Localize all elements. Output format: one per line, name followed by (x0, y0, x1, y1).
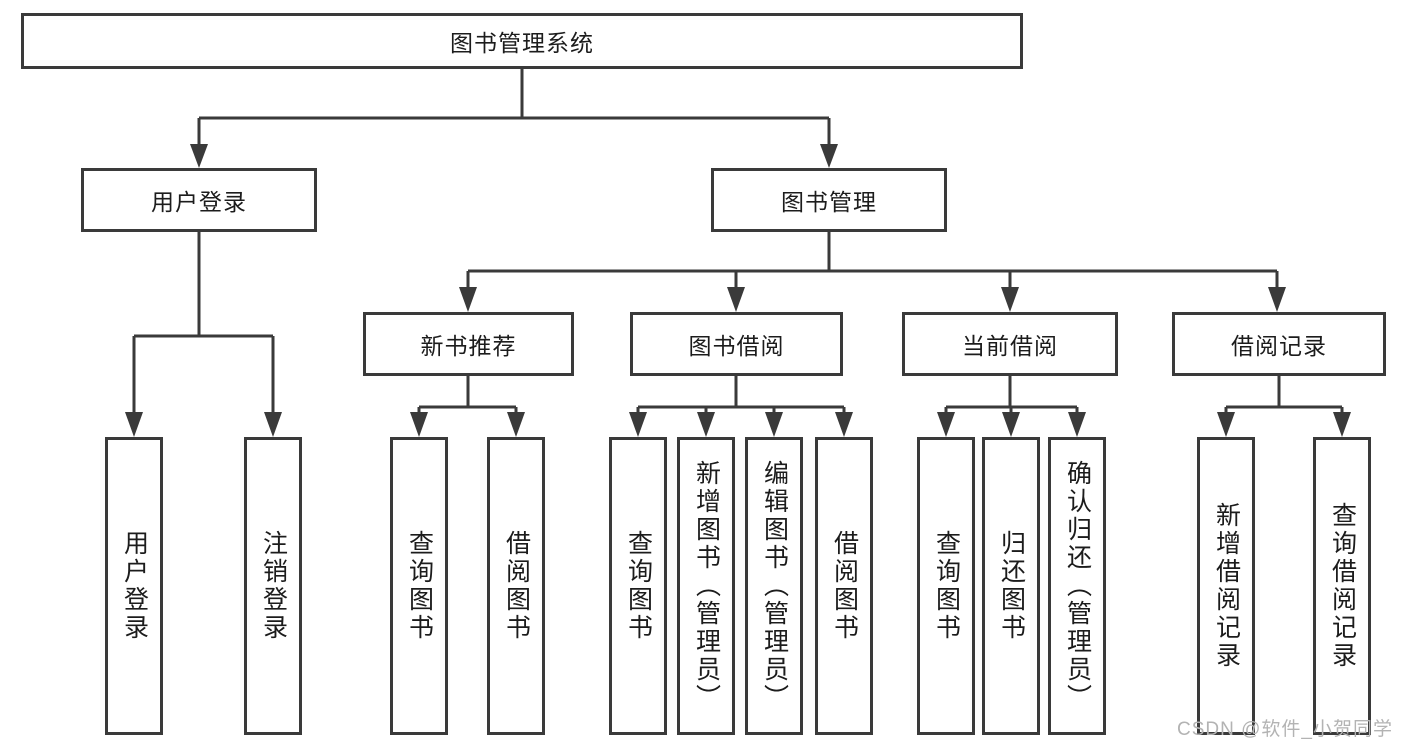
node-borrow-records-label: 借阅记录 (1231, 333, 1327, 359)
node-book-borrow-label: 图书借阅 (688, 333, 785, 359)
node-leaf-query-books-1: 查询图书 (390, 437, 448, 735)
node-root-label: 图书管理系统 (450, 30, 594, 56)
node-leaf-query-books-1-label: 查询图书 (405, 530, 434, 642)
node-book-borrow: 图书借阅 (630, 312, 843, 376)
node-current-borrow-label: 当前借阅 (962, 333, 1058, 359)
connector-new-book-rec-children (410, 376, 525, 437)
node-leaf-user-login-label: 用户登录 (120, 530, 149, 642)
node-leaf-edit-books-label: 编辑图书（管理员） (760, 460, 789, 712)
node-leaf-query-borrow-record: 查询借阅记录 (1313, 437, 1371, 735)
connector-borrow-records-children (1217, 376, 1351, 437)
node-leaf-add-borrow-record: 新增借阅记录 (1197, 437, 1255, 735)
node-leaf-borrow-books-2: 借阅图书 (815, 437, 873, 735)
node-leaf-add-books: 新增图书（管理员） (677, 437, 735, 735)
node-leaf-confirm-return: 确认归还（管理员） (1048, 437, 1106, 735)
node-new-book-rec: 新书推荐 (363, 312, 574, 376)
node-leaf-confirm-return-label: 确认归还（管理员） (1063, 460, 1092, 712)
node-user-login-label: 用户登录 (151, 189, 247, 215)
node-leaf-query-books-3-label: 查询图书 (932, 530, 961, 642)
node-leaf-query-borrow-record-label: 查询借阅记录 (1328, 502, 1357, 670)
node-leaf-borrow-books-1: 借阅图书 (487, 437, 545, 735)
node-book-mgmt-label: 图书管理 (781, 189, 877, 215)
node-leaf-query-books-3: 查询图书 (917, 437, 975, 735)
node-leaf-return-books: 归还图书 (982, 437, 1040, 735)
node-borrow-records: 借阅记录 (1172, 312, 1386, 376)
node-leaf-user-login: 用户登录 (105, 437, 163, 735)
watermark: CSDN @软件_小贺同学 (1177, 719, 1393, 740)
node-leaf-edit-books: 编辑图书（管理员） (745, 437, 803, 735)
node-leaf-add-books-label: 新增图书（管理员） (692, 460, 721, 712)
node-leaf-logout: 注销登录 (244, 437, 302, 735)
node-new-book-rec-label: 新书推荐 (420, 333, 517, 359)
node-leaf-logout-label: 注销登录 (259, 530, 288, 642)
connector-book-mgmt-children (459, 232, 1286, 312)
connector-current-borrow-children (937, 376, 1086, 437)
node-leaf-borrow-books-2-label: 借阅图书 (830, 530, 859, 642)
node-root: 图书管理系统 (21, 13, 1023, 69)
node-book-mgmt: 图书管理 (711, 168, 947, 232)
node-leaf-return-books-label: 归还图书 (997, 530, 1026, 642)
node-current-borrow: 当前借阅 (902, 312, 1118, 376)
node-leaf-query-books-2: 查询图书 (609, 437, 667, 735)
node-leaf-add-borrow-record-label: 新增借阅记录 (1212, 502, 1241, 670)
connector-user-login-children (125, 232, 282, 437)
connector-root-children (190, 69, 838, 168)
node-user-login: 用户登录 (81, 168, 317, 232)
node-leaf-query-books-2-label: 查询图书 (624, 530, 653, 642)
connector-book-borrow-children (629, 376, 853, 437)
node-leaf-borrow-books-1-label: 借阅图书 (502, 530, 531, 642)
